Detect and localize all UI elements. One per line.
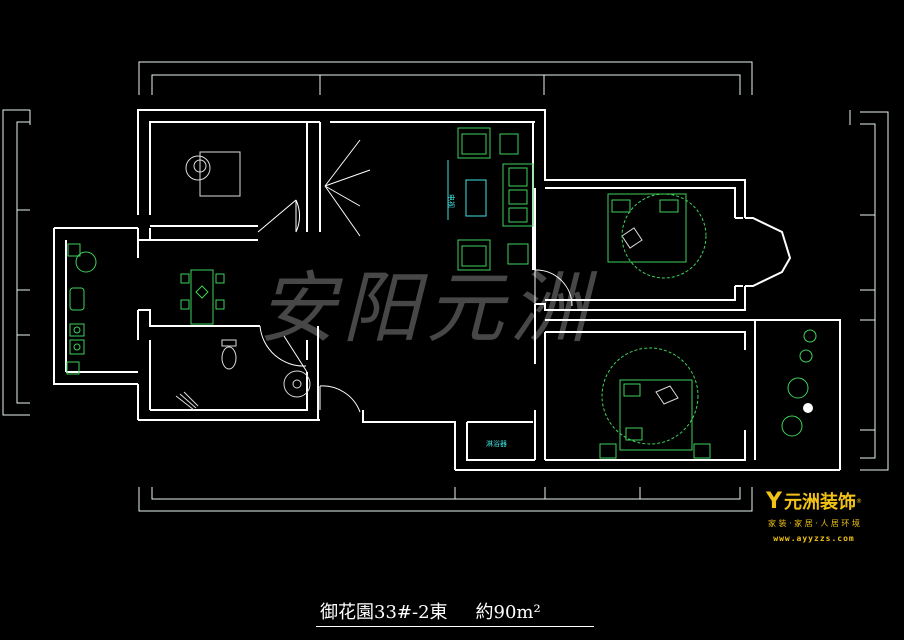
plant-icon bbox=[803, 403, 813, 413]
brand-mark-icon: Y bbox=[766, 488, 782, 514]
plan-area: 約90m² bbox=[475, 602, 541, 623]
walls bbox=[53, 109, 841, 471]
caption-underline bbox=[316, 626, 594, 627]
furniture bbox=[66, 127, 817, 459]
brand-logo: Y 元洲装饰 ® bbox=[766, 488, 862, 514]
brand-block: Y 元洲装饰 ® 家 装 · 家 居 · 人 居 环 境 www.ayyzzs.… bbox=[754, 488, 874, 544]
bathroom-fixture-label: 淋浴器 bbox=[486, 439, 507, 448]
doors bbox=[257, 199, 573, 413]
tv-label: 电视 bbox=[447, 194, 456, 208]
brand-url: www.ayyzzs.com bbox=[773, 534, 855, 543]
brand-registered-mark: ® bbox=[855, 497, 862, 505]
plan-caption: 御花園33#-2東 約90m² bbox=[320, 598, 541, 624]
plan-title: 御花園33#-2東 bbox=[320, 602, 448, 623]
dimension-lines bbox=[2, 61, 889, 512]
entrance-lines bbox=[324, 139, 371, 237]
watermark: 安阳元洲 bbox=[258, 264, 598, 354]
brand-slogan: 家 装 · 家 居 · 人 居 环 境 bbox=[768, 519, 860, 528]
brand-name: 元洲装饰 bbox=[783, 492, 856, 513]
